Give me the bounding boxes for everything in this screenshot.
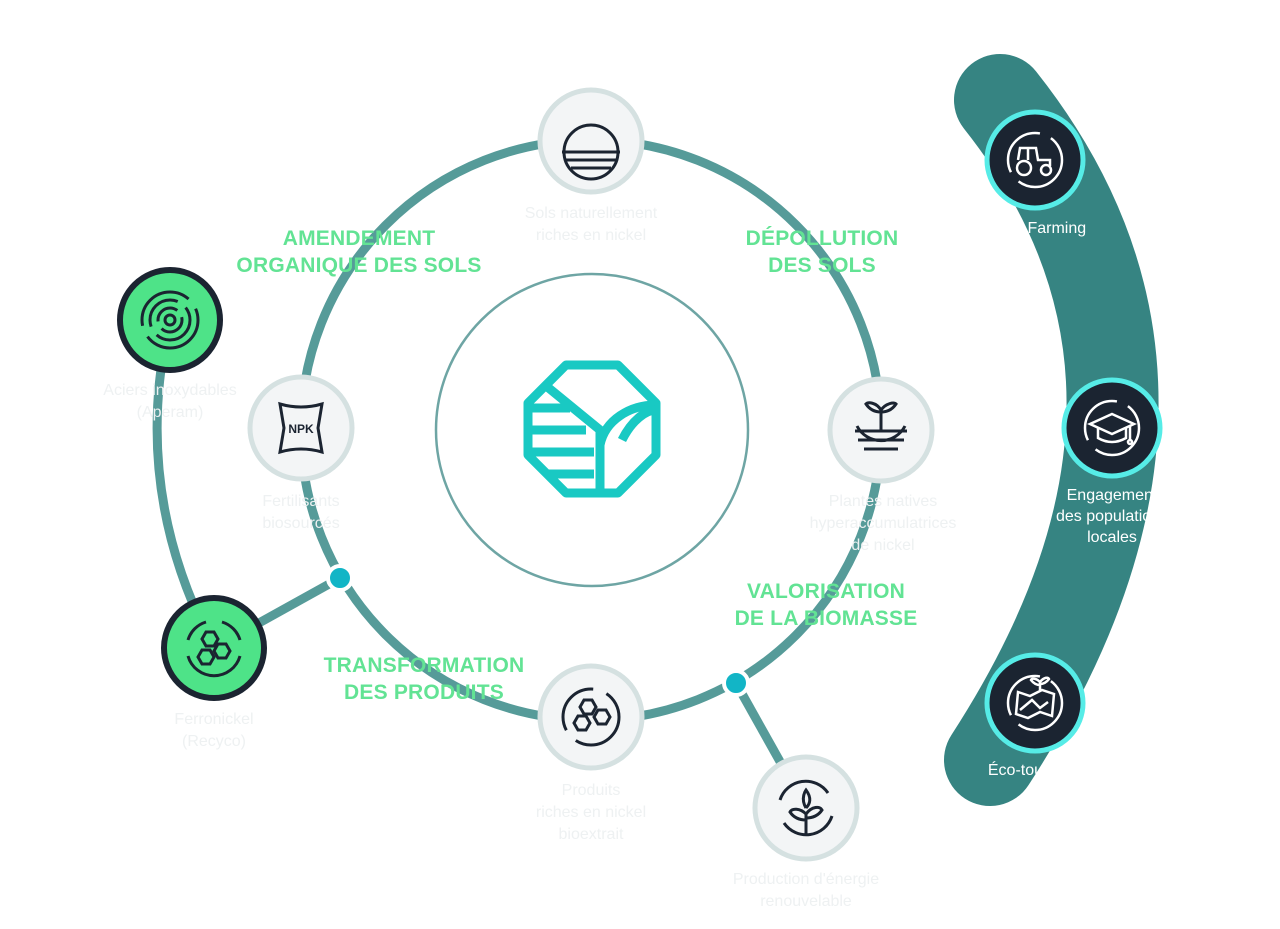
label-fertilisants: Fertilisants biosourcés bbox=[211, 491, 391, 535]
label-produits-line-1: Produits bbox=[561, 782, 621, 799]
stage-valorisation-line-1: VALORISATION bbox=[747, 580, 905, 603]
npk-badge-text: NPK bbox=[288, 422, 314, 436]
stage-transformation-line-1: TRANSFORMATION bbox=[323, 654, 525, 677]
side-node-eco-tourisme[interactable] bbox=[984, 652, 1086, 754]
node-ferronickel[interactable] bbox=[161, 595, 267, 701]
label-energie-line-2: renouvelable bbox=[760, 893, 852, 910]
connector-dot-right bbox=[722, 669, 750, 697]
label-aciers-line-2: (Aperam) bbox=[136, 404, 204, 421]
label-sols-line-2: riches en nickel bbox=[535, 227, 647, 244]
label-ferronickel-line-1: Ferronickel bbox=[174, 711, 254, 728]
stage-depollution-line-1: DÉPOLLUTION bbox=[745, 227, 899, 250]
label-aciers-line-1: Aciers inoxydables bbox=[103, 382, 237, 399]
stage-valorisation-line-2: DE LA BIOMASSE bbox=[734, 607, 918, 630]
node-produits[interactable] bbox=[537, 663, 645, 771]
stage-transformation: TRANSFORMATION DES PRODUITS bbox=[294, 652, 554, 706]
landscape-map-icon bbox=[1006, 674, 1064, 732]
label-plantes-line-2: hyperaccumulatrices bbox=[809, 515, 957, 532]
hexagon-molecule-icon bbox=[186, 620, 242, 678]
label-sols-line-1: Sols naturellement bbox=[524, 205, 658, 222]
side-label-engagement-line-1: Engagement bbox=[1066, 487, 1158, 504]
side-label-eco-tourisme-line-1: Éco-tourisme bbox=[987, 762, 1083, 779]
stage-depollution-line-2: DES SOLS bbox=[768, 254, 876, 277]
label-fertilisants-line-1: Fertilisants bbox=[262, 493, 340, 510]
connector-dot-left bbox=[326, 564, 354, 592]
label-fertilisants-line-2: biosourcés bbox=[262, 515, 340, 532]
side-label-engagement-line-3: locales bbox=[1087, 529, 1137, 546]
side-node-metal-farming[interactable] bbox=[984, 109, 1086, 211]
stage-valorisation: VALORISATION DE LA BIOMASSE bbox=[706, 578, 946, 632]
label-energie: Production d'énergie renouvelable bbox=[696, 869, 916, 913]
npk-bag-icon bbox=[278, 401, 324, 455]
graduation-cap-icon bbox=[1083, 399, 1141, 457]
octagon-logo-icon bbox=[523, 360, 661, 498]
label-ferronickel: Ferronickel (Recyco) bbox=[124, 709, 304, 753]
node-sols[interactable] bbox=[537, 87, 645, 195]
side-label-engagement: Engagement des populations locales bbox=[1037, 485, 1187, 548]
label-sols: Sols naturellement riches en nickel bbox=[491, 203, 691, 247]
hexagon-cluster-icon bbox=[561, 687, 621, 747]
side-label-metal-farming-line-1: Metal Farming bbox=[983, 220, 1087, 237]
label-plantes: Plantes natives hyperaccumulatrices de n… bbox=[781, 491, 985, 557]
stage-amendement-line-2: ORGANIQUE DES SOLS bbox=[236, 254, 482, 277]
sprouting-plant-icon bbox=[855, 401, 907, 451]
stage-depollution: DÉPOLLUTION DES SOLS bbox=[712, 225, 932, 279]
label-produits-line-2: riches en nickel bbox=[535, 804, 647, 821]
inner-ring bbox=[434, 272, 750, 588]
tractor-icon bbox=[1006, 131, 1064, 189]
soil-layers-icon bbox=[562, 123, 620, 181]
side-label-eco-tourisme: Éco-tourisme bbox=[955, 760, 1115, 781]
node-energie[interactable] bbox=[752, 754, 860, 862]
label-plantes-line-3: de nickel bbox=[851, 537, 915, 554]
node-aciers[interactable] bbox=[117, 267, 223, 373]
label-produits: Produits riches en nickel bioextrait bbox=[491, 780, 691, 846]
spiral-steel-icon bbox=[140, 290, 200, 350]
label-energie-line-1: Production d'énergie bbox=[732, 871, 880, 888]
node-fertilisants[interactable] bbox=[247, 374, 355, 482]
label-plantes-line-1: Plantes natives bbox=[828, 493, 938, 510]
label-produits-line-3: bioextrait bbox=[558, 826, 624, 843]
label-ferronickel-line-2: (Recyco) bbox=[181, 733, 246, 750]
side-label-metal-farming: Metal Farming bbox=[955, 218, 1115, 239]
stage-amendement: AMENDEMENT ORGANIQUE DES SOLS bbox=[219, 225, 499, 279]
side-node-engagement[interactable] bbox=[1061, 377, 1163, 479]
stage-amendement-line-1: AMENDEMENT bbox=[282, 227, 436, 250]
side-label-engagement-line-2: des populations bbox=[1055, 508, 1169, 525]
stage-transformation-line-2: DES PRODUITS bbox=[344, 681, 504, 704]
node-plantes[interactable] bbox=[827, 376, 935, 484]
recycle-leaf-icon bbox=[778, 779, 834, 837]
label-aciers: Aciers inoxydables (Aperam) bbox=[70, 380, 270, 424]
